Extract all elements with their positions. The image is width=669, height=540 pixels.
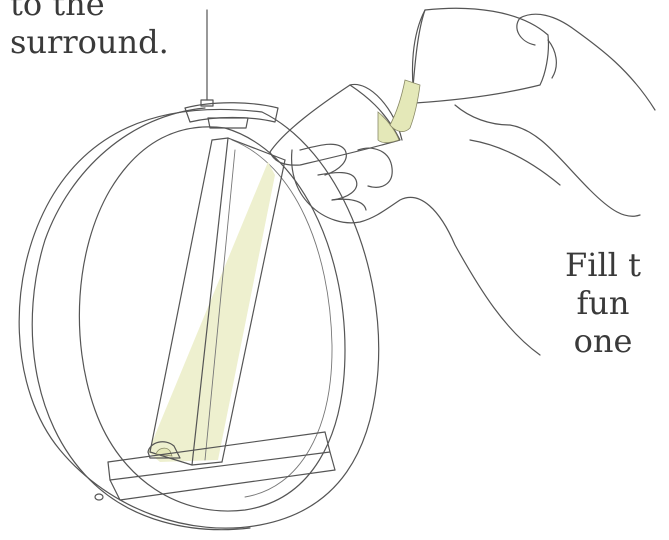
upper-hand-thumb (517, 18, 535, 45)
ring-screw-hole (95, 494, 103, 500)
tube-liquid (148, 162, 275, 462)
lower-hand-finger-2 (318, 173, 357, 200)
large-cup (412, 8, 548, 103)
pouring-stream (390, 80, 420, 132)
ring-inner-shadow (232, 140, 332, 497)
lower-hand (292, 150, 540, 355)
ring-outer-edge (19, 109, 379, 528)
upper-hand (455, 14, 655, 216)
lower-hand-finger-3 (332, 199, 366, 210)
lower-hand-thumb (358, 148, 392, 187)
